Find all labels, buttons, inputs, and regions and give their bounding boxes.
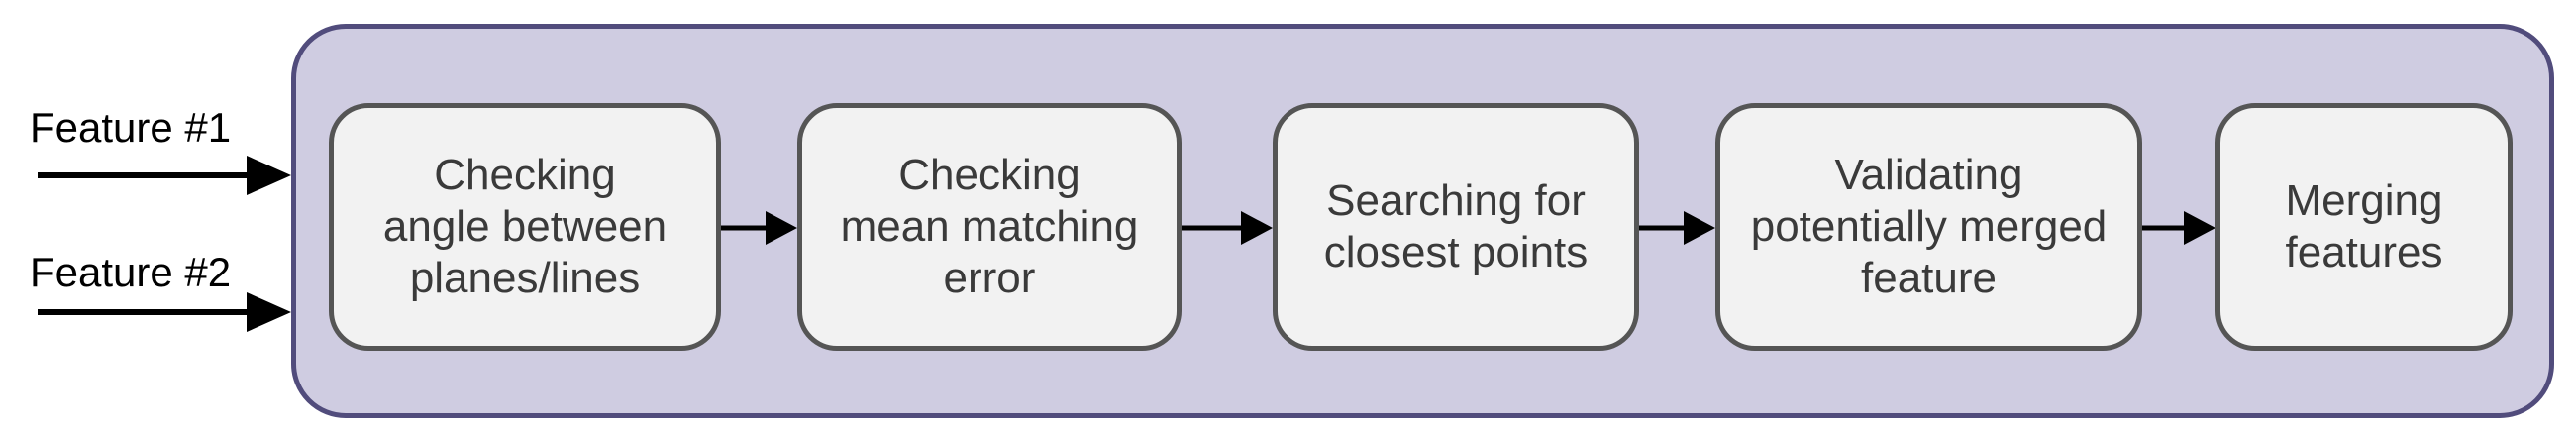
step-label-closest-points: Searching for closest points [1323, 176, 1589, 276]
feature-1-label: Feature #1 [30, 104, 232, 151]
step-box-merging-features: Merging features [2215, 103, 2513, 351]
feature-2-arrow-icon [38, 292, 291, 332]
step-box-validating-merged: Validating potentially merged feature [1715, 103, 2142, 351]
feature-2-label: Feature #2 [30, 249, 232, 295]
step-label-checking-angle: Checking angle between planes/lines [382, 151, 668, 302]
step-box-closest-points: Searching for closest points [1273, 103, 1639, 351]
step-box-checking-angle: Checking angle between planes/lines [329, 103, 721, 351]
pipeline-container: Checking angle between planes/lines Chec… [291, 24, 2554, 418]
feature-1-arrow-icon [38, 156, 291, 195]
step-label-validating-merged: Validating potentially merged feature [1750, 151, 2108, 302]
step-label-merging-features: Merging features [2285, 176, 2443, 276]
step-box-mean-matching-error: Checking mean matching error [797, 103, 1182, 351]
step-label-mean-matching-error: Checking mean matching error [840, 151, 1139, 302]
